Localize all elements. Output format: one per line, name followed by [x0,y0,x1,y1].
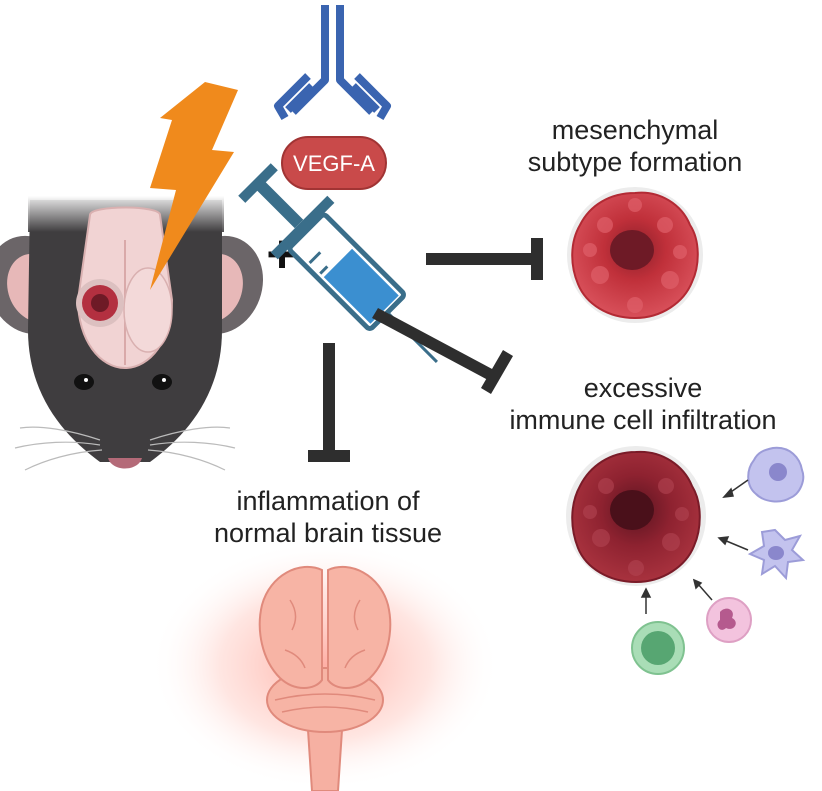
syringe-icon [238,163,438,363]
inflamed-brain-icon [150,540,500,791]
immune-line1: excessive [583,373,703,403]
infiltration-arrows [640,479,749,614]
mesenchymal-line2: subtype formation [527,147,743,177]
inhibitor-arrow-immune [372,308,513,394]
mesenchymal-tumor-icon [567,187,703,323]
vegf-a-pill [281,136,387,190]
mesenchymal-line1: mesenchymal [551,115,719,145]
neutrophil-cell-icon [706,597,752,643]
mesenchymal-outcome-label: mesenchymal subtype formation [510,114,760,178]
macrophage-cell-icon [747,446,805,503]
mouse-head-icon [0,196,264,471]
inhibitor-arrow-mesenchymal [426,238,543,280]
inflammation-line1: inflammation of [236,486,420,516]
lightning-icon [150,82,238,290]
lymphocyte-cell-icon [631,621,685,675]
immune-line2: immune cell infiltration [509,405,777,435]
inhibitor-arrow-inflammation [308,343,350,462]
antibody-icon [274,5,391,121]
infiltrated-tumor-icon [566,446,706,586]
immune-outcome-label: excessive immune cell infiltration [488,372,798,436]
inflammation-outcome-label: inflammation of normal brain tissue [188,485,468,549]
vegf-a-label: VEGF-A [293,151,375,176]
dendritic-cell-icon [747,528,806,581]
inflammation-line2: normal brain tissue [213,518,443,548]
